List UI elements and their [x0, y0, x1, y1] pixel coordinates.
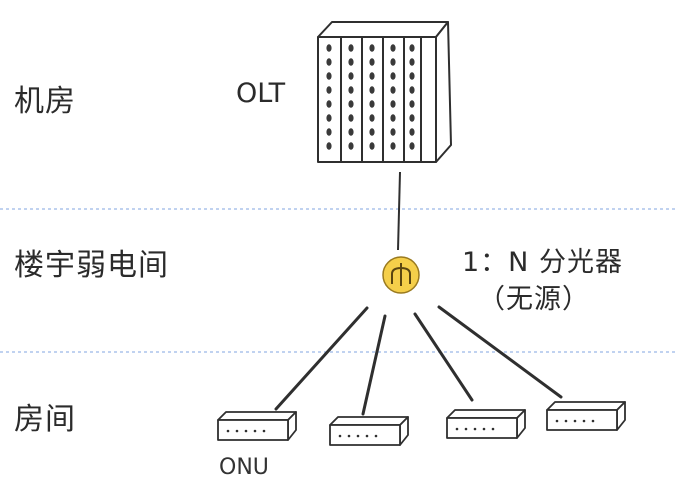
olt-uplink-line — [397, 171, 401, 251]
olt-port — [348, 142, 354, 150]
onu-label: ONU — [219, 455, 269, 480]
olt-port — [409, 100, 415, 108]
onu-devices — [217, 401, 626, 446]
olt-port — [348, 44, 354, 52]
olt-port — [369, 100, 375, 108]
olt-port — [326, 86, 332, 94]
olt-port — [390, 58, 396, 66]
olt-port — [326, 44, 332, 52]
onu-device — [217, 411, 297, 441]
olt-port — [390, 100, 396, 108]
olt-port — [390, 86, 396, 94]
splitter-sublabel: （无源） — [478, 284, 590, 315]
olt-port — [369, 86, 375, 94]
olt-port — [409, 114, 415, 122]
onu-device — [329, 416, 409, 446]
olt-port — [348, 100, 354, 108]
drop-lines — [274, 305, 563, 416]
olt-ports — [326, 44, 415, 150]
olt-port — [409, 72, 415, 80]
olt-port — [348, 72, 354, 80]
olt-port — [369, 142, 375, 150]
olt-port — [326, 128, 332, 136]
olt-port — [390, 72, 396, 80]
olt-port — [369, 114, 375, 122]
olt-port — [409, 86, 415, 94]
olt-label: OLT — [236, 78, 286, 109]
olt-port — [409, 58, 415, 66]
olt-port — [409, 44, 415, 52]
zone-label-room: 房间 — [14, 402, 76, 437]
olt-port — [390, 114, 396, 122]
olt-port — [348, 86, 354, 94]
olt-port — [326, 142, 332, 150]
olt-port — [348, 114, 354, 122]
zone-label-wiring-closet: 楼宇弱电间 — [14, 248, 169, 283]
olt-port — [369, 72, 375, 80]
olt-port — [390, 44, 396, 52]
olt-cabinet — [317, 21, 452, 163]
olt-port — [326, 72, 332, 80]
onu-device — [446, 409, 526, 439]
olt-port — [409, 142, 415, 150]
onu-device — [546, 401, 626, 431]
olt-port — [326, 58, 332, 66]
olt-port — [390, 128, 396, 136]
olt-port — [390, 142, 396, 150]
olt-port — [348, 128, 354, 136]
olt-port — [369, 58, 375, 66]
olt-port — [326, 114, 332, 122]
olt-port — [369, 44, 375, 52]
olt-port — [369, 128, 375, 136]
olt-port — [409, 128, 415, 136]
olt-port — [326, 100, 332, 108]
zone-label-machine-room: 机房 — [14, 84, 76, 119]
splitter-label: 1：N 分光器 — [462, 247, 623, 278]
splitter-icon — [382, 256, 420, 294]
olt-port — [348, 58, 354, 66]
